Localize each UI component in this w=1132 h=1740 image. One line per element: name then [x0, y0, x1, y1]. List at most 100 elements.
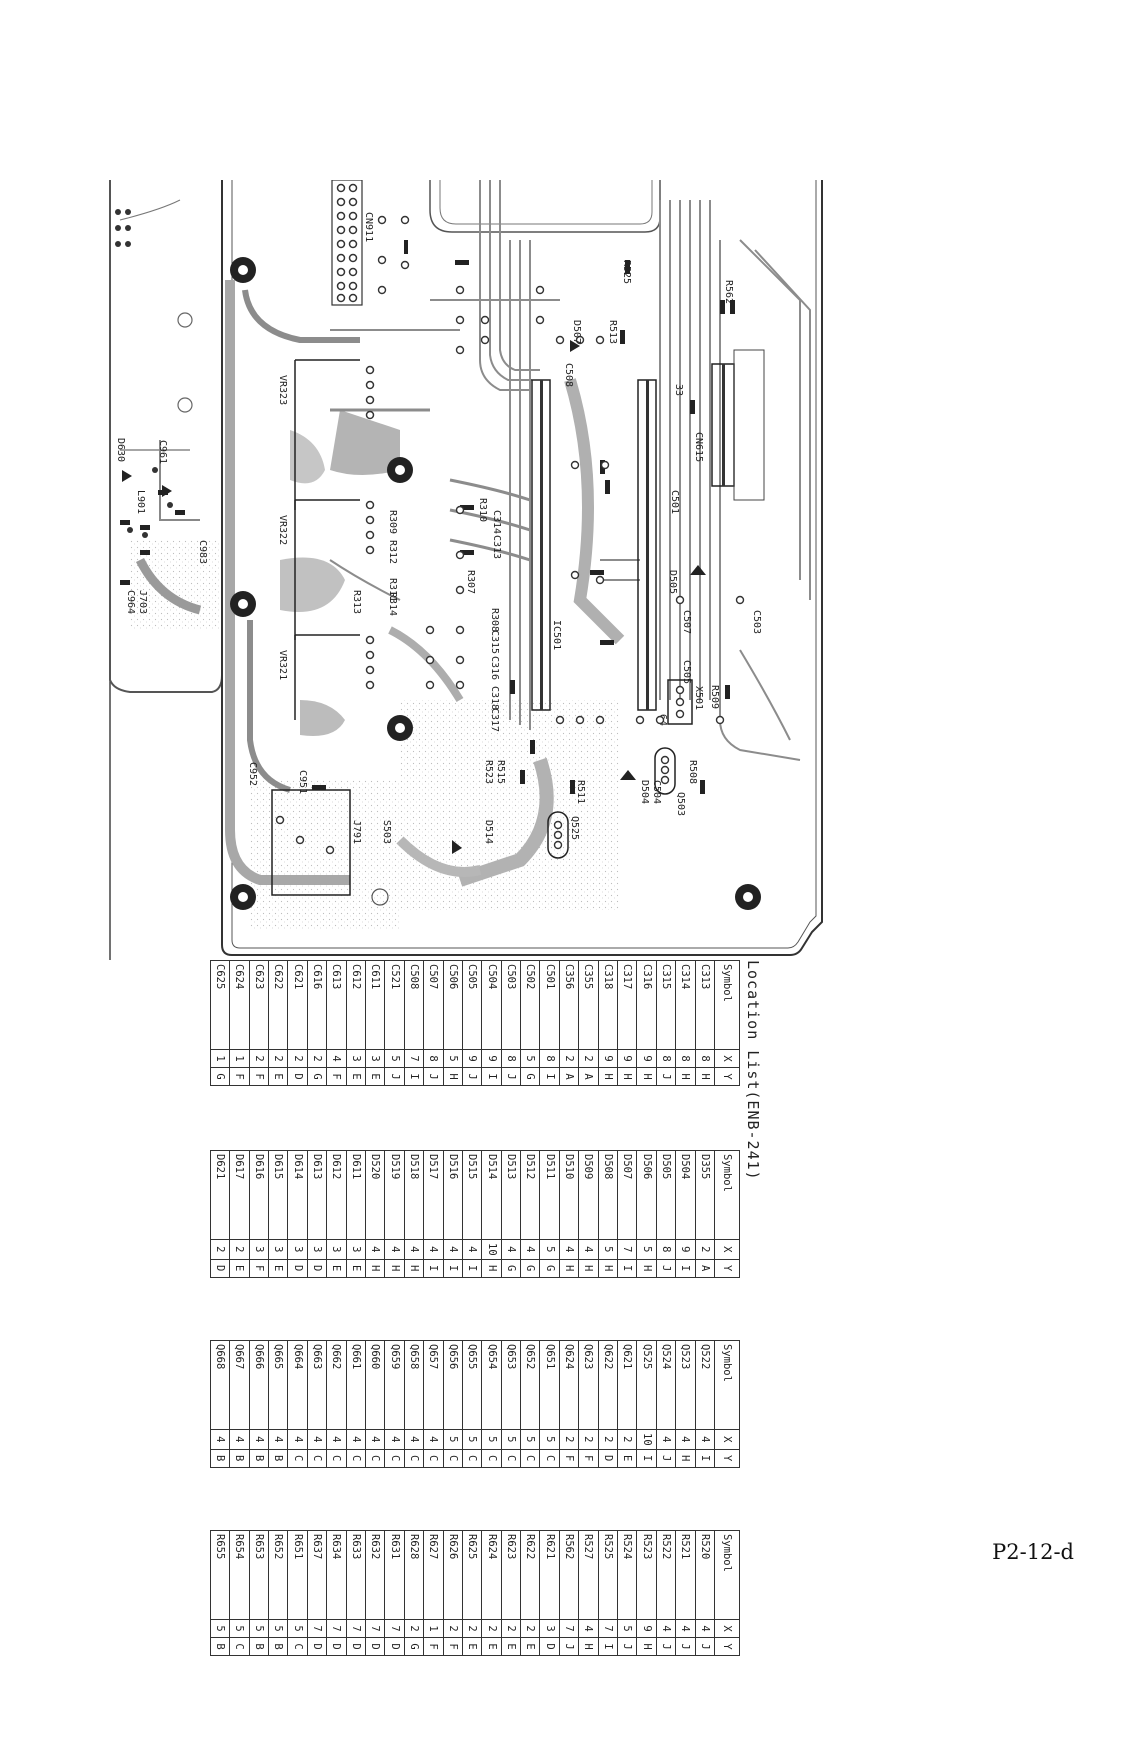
cell-y: G: [539, 1259, 560, 1278]
connector-cn911: CN911: [331, 180, 374, 306]
label-ic501: IC501: [551, 620, 562, 650]
label-r525: R525: [621, 260, 632, 284]
cell-x: 4: [365, 1429, 385, 1450]
cell-symbol: D505: [656, 1150, 676, 1240]
cell-symbol: Q664: [287, 1340, 308, 1430]
cell-y: J: [501, 1067, 521, 1086]
label-vr321: VR321: [277, 650, 288, 680]
cell-symbol: C508: [404, 960, 424, 1050]
cell-x: 3: [249, 1239, 269, 1260]
cell-symbol: R622: [520, 1530, 540, 1620]
cell-x: 5: [443, 1429, 463, 1450]
cell-x: 8: [695, 1049, 715, 1068]
cell-symbol: D515: [462, 1150, 482, 1240]
pcb-layout-diagram: C961 D630 L901 C983 J703 C964: [100, 180, 840, 960]
cell-x: 2: [443, 1619, 463, 1638]
cell-symbol: C625: [210, 960, 230, 1050]
column-header-y: Y: [714, 1067, 740, 1086]
cell-y: J: [462, 1067, 482, 1086]
cell-x: 7: [307, 1619, 327, 1638]
label-l901: L901: [135, 490, 146, 514]
cell-symbol: Q663: [307, 1340, 327, 1430]
cell-y: G: [307, 1067, 327, 1086]
cell-x: 4: [307, 1429, 327, 1450]
silkscreen-labels: R525 R562 R513 D507 C508 C501 D505 C507 …: [351, 260, 762, 844]
label-c318: C318: [489, 686, 500, 710]
cell-x: 9: [481, 1049, 502, 1068]
cell-x: 10: [636, 1429, 657, 1450]
cell-y: H: [636, 1067, 657, 1086]
cell-x: 3: [268, 1239, 288, 1260]
cell-x: 5: [443, 1049, 463, 1068]
cell-symbol: C314: [675, 960, 696, 1050]
cell-symbol: Q658: [404, 1340, 424, 1430]
cell-symbol: C613: [326, 960, 347, 1050]
cell-x: 10: [481, 1239, 502, 1260]
cell-symbol: R654: [229, 1530, 250, 1620]
cell-y: C: [539, 1449, 560, 1468]
cell-x: 2: [598, 1429, 618, 1450]
cell-x: 7: [559, 1619, 579, 1638]
cell-x: 5: [249, 1619, 269, 1638]
cell-symbol: Q656: [443, 1340, 463, 1430]
cell-symbol: C622: [268, 960, 288, 1050]
component-pads: [275, 215, 745, 855]
cell-x: 2: [404, 1619, 424, 1638]
cell-x: 4: [404, 1239, 424, 1260]
cell-x: 5: [617, 1619, 637, 1638]
cell-symbol: R621: [539, 1530, 560, 1620]
cell-y: C: [229, 1637, 250, 1656]
label-c314: C314: [491, 510, 502, 534]
cell-symbol: Q662: [326, 1340, 347, 1430]
cell-symbol: R633: [346, 1530, 366, 1620]
cell-symbol: C503: [501, 960, 521, 1050]
label-d504: D504: [639, 780, 650, 804]
cell-y: G: [520, 1259, 540, 1278]
cell-symbol: R524: [617, 1530, 637, 1620]
label-c952: C952: [247, 762, 258, 786]
cell-y: I: [636, 1449, 657, 1468]
cell-symbol: R653: [249, 1530, 269, 1620]
cell-y: C: [462, 1449, 482, 1468]
cell-y: H: [404, 1259, 424, 1278]
cell-symbol: Q655: [462, 1340, 482, 1430]
cell-y: B: [249, 1449, 269, 1468]
cell-x: 4: [695, 1429, 715, 1450]
cell-y: F: [326, 1067, 347, 1086]
column-header-x: X: [714, 1049, 740, 1068]
cell-x: 7: [326, 1619, 347, 1638]
label-c505: C505: [681, 660, 692, 684]
label-c508: C508: [563, 363, 574, 387]
cell-x: 7: [617, 1239, 637, 1260]
cell-x: 3: [287, 1239, 308, 1260]
cell-y: J: [656, 1449, 676, 1468]
cell-x: 4: [384, 1239, 405, 1260]
column-header-x: X: [714, 1239, 740, 1260]
label-c964: C964: [125, 590, 136, 614]
cell-symbol: D519: [384, 1150, 405, 1240]
cell-symbol: D506: [636, 1150, 657, 1240]
cell-x: 4: [578, 1619, 599, 1638]
cell-y: I: [617, 1259, 637, 1278]
cell-y: H: [675, 1067, 696, 1086]
cell-symbol: R521: [675, 1530, 696, 1620]
cell-y: G: [501, 1259, 521, 1278]
cell-symbol: C316: [636, 960, 657, 1050]
cell-symbol: R637: [307, 1530, 327, 1620]
